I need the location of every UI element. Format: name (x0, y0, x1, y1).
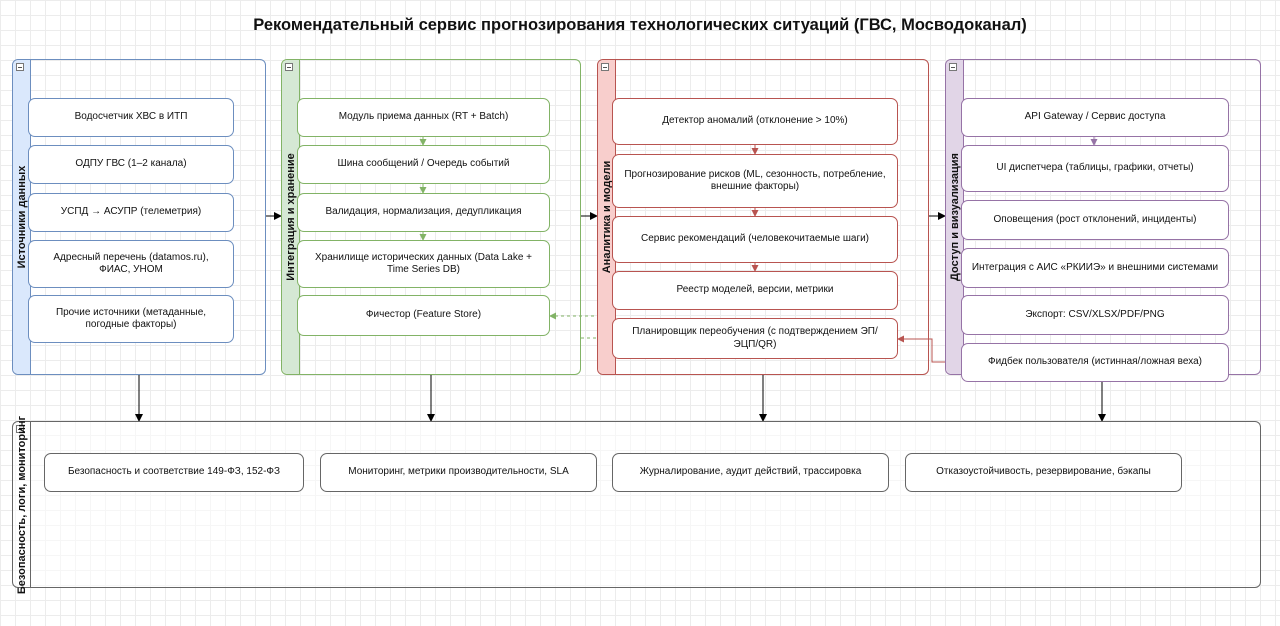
node-other-sources[interactable]: Прочие источники (метаданные, погодные ф… (28, 295, 234, 343)
node-history-storage[interactable]: Хранилище исторических данных (Data Lake… (297, 240, 550, 288)
node-risk-forecast[interactable]: Прогнозирование рисков (ML, сезонность, … (612, 154, 898, 208)
lane-security-header: Безопасность, логи, мониторинг (13, 415, 31, 594)
node-address-list[interactable]: Адресный перечень (datamos.ru), ФИАС, УН… (28, 240, 234, 288)
node-recommendation-service[interactable]: Сервис рекомендаций (человекочитаемые ша… (612, 216, 898, 263)
lane-security-title: Безопасность, логи, мониторинг (16, 415, 28, 594)
collapse-icon[interactable] (601, 63, 609, 71)
node-cold-water-meter[interactable]: Водосчетчик ХВС в ИТП (28, 98, 234, 137)
lane-sources-title: Источники данных (16, 165, 28, 269)
collapse-icon[interactable] (16, 63, 24, 71)
node-monitoring[interactable]: Мониторинг, метрики производительности, … (320, 453, 597, 492)
node-feature-store[interactable]: Фичестор (Feature Store) (297, 295, 550, 336)
node-dispatcher-ui[interactable]: UI диспетчера (таблицы, графики, отчеты) (961, 145, 1229, 192)
node-validation[interactable]: Валидация, нормализация, дедупликация (297, 193, 550, 232)
node-retrain-scheduler[interactable]: Планировщик переобучения (с подтверждени… (612, 318, 898, 359)
node-api-gateway[interactable]: API Gateway / Сервис доступа (961, 98, 1229, 137)
lane-security: Безопасность, логи, мониторинг (12, 415, 1261, 594)
lane-access-title: Доступ и визуализация (949, 153, 961, 281)
diagram-title: Рекомендательный сервис прогнозирования … (253, 16, 1027, 34)
node-logging-audit[interactable]: Журналирование, аудит действий, трассиро… (612, 453, 889, 492)
collapse-icon[interactable] (949, 63, 957, 71)
lane-integration: Интеграция и хранение (281, 59, 581, 375)
node-message-bus[interactable]: Шина сообщений / Очередь событий (297, 145, 550, 184)
node-ais-integration[interactable]: Интеграция с АИС «РКИИЭ» и внешними сист… (961, 248, 1229, 288)
collapse-icon[interactable] (16, 425, 24, 433)
node-data-intake[interactable]: Модуль приема данных (RT + Batch) (297, 98, 550, 137)
node-security-compliance[interactable]: Безопасность и соответствие 149-ФЗ, 152-… (44, 453, 304, 492)
node-user-feedback[interactable]: Фидбек пользователя (истинная/ложная вех… (961, 343, 1229, 382)
node-model-registry[interactable]: Реестр моделей, версии, метрики (612, 271, 898, 310)
node-alerts[interactable]: Оповещения (рост отклонений, инциденты) (961, 200, 1229, 240)
lane-integration-title: Интеграция и хранение (285, 153, 297, 281)
node-uspd-asupr[interactable]: УСПД → АСУПР (телеметрия) (28, 193, 234, 232)
node-export[interactable]: Экспорт: CSV/XLSX/PDF/PNG (961, 295, 1229, 335)
collapse-icon[interactable] (285, 63, 293, 71)
node-odpu-gvs[interactable]: ОДПУ ГВС (1–2 канала) (28, 145, 234, 184)
node-anomaly-detector[interactable]: Детектор аномалий (отклонение > 10%) (612, 98, 898, 145)
node-fault-tolerance[interactable]: Отказоустойчивость, резервирование, бэка… (905, 453, 1182, 492)
